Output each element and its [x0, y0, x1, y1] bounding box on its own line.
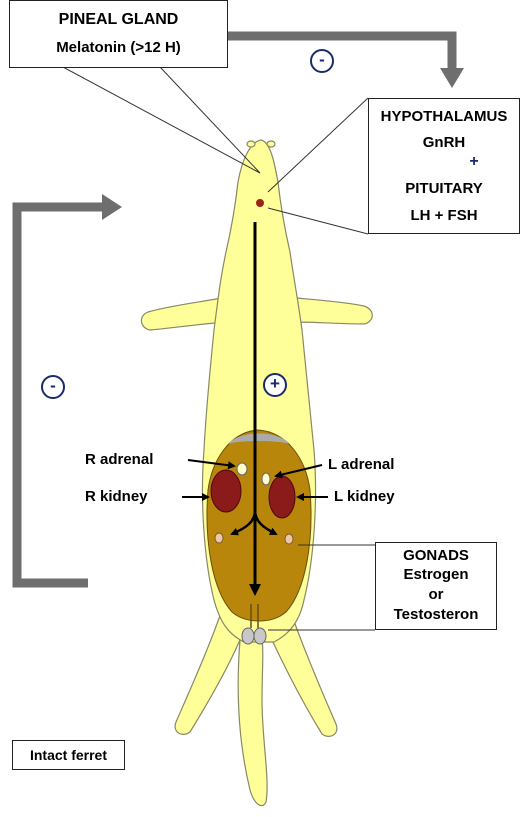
hypothalamus-title: HYPOTHALAMUS [369, 108, 519, 125]
ferret-right-foreleg [292, 298, 372, 324]
pituitary-label: PITUITARY [369, 180, 519, 197]
right-adrenal-organ [237, 463, 247, 475]
gonads-or: or [376, 586, 496, 603]
left-adrenal-organ [262, 473, 270, 485]
r-kidney-label: R kidney [85, 488, 148, 505]
r-adrenal-label: R adrenal [85, 451, 153, 468]
testis-left [242, 628, 254, 644]
gonads-estrogen: Estrogen [376, 566, 496, 583]
pineal-title: PINEAL GLAND [10, 11, 227, 29]
gonads-testosteron: Testosteron [376, 606, 496, 623]
pituitary-dot [256, 199, 264, 207]
ferret-tail [238, 640, 267, 806]
pineal-callout-lines [10, 67, 260, 173]
plus-glyph-central: + [267, 374, 283, 394]
left-kidney-organ [269, 476, 295, 518]
l-adrenal-label: L adrenal [328, 456, 394, 473]
ferret-left-foreleg [141, 298, 226, 330]
right-kidney-organ [211, 470, 241, 512]
pineal-hormone: Melatonin (>12 H) [10, 39, 227, 56]
lh-fsh-label: LH + FSH [369, 207, 519, 224]
right-gonad-organ [215, 533, 223, 543]
testis-right [254, 628, 266, 644]
gonads-title: GONADS [376, 547, 496, 564]
hypothalamus-box: HYPOTHALAMUS GnRH PITUITARY LH + FSH [368, 98, 520, 234]
inhibit-arrow-top [228, 36, 452, 70]
minus-glyph-left: - [45, 376, 61, 396]
gnrh-label: GnRH [369, 134, 519, 151]
gonads-box: GONADS Estrogen or Testosteron [375, 542, 497, 630]
l-kidney-label: L kidney [334, 488, 395, 505]
abdomen [207, 430, 311, 621]
left-gonad-organ [285, 534, 293, 544]
caption-text: Intact ferret [13, 747, 124, 763]
pineal-gland-box: PINEAL GLAND Melatonin (>12 H) [9, 0, 228, 68]
minus-glyph-top: - [314, 50, 330, 70]
caption-box: Intact ferret [12, 740, 125, 770]
plus-glyph-pituitary: + [466, 153, 482, 171]
